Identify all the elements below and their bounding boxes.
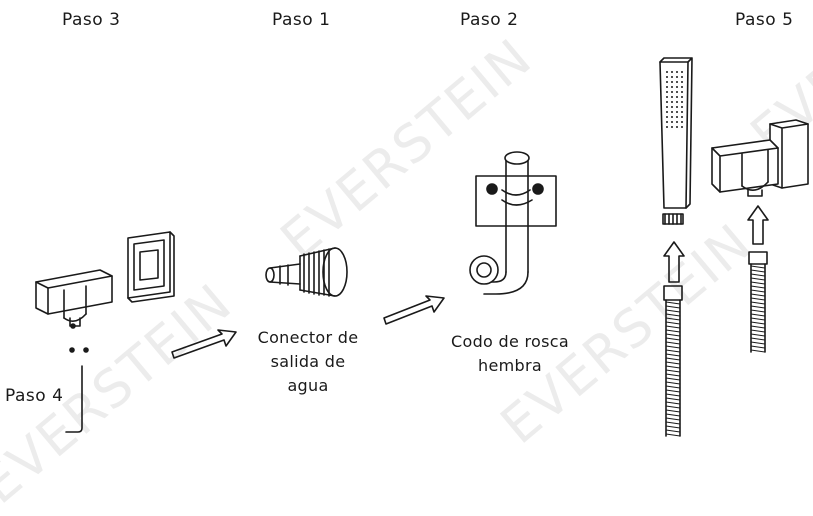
wall-holder-bracket xyxy=(35,269,113,329)
arrow-right xyxy=(171,329,237,359)
arrow-right xyxy=(383,295,445,325)
elbow-caption-line2: hembra xyxy=(478,356,542,375)
allen-key-icon xyxy=(65,365,83,433)
connector-caption: Conector de salida de agua xyxy=(248,326,368,398)
shower-hose-long xyxy=(663,285,683,437)
hand-shower xyxy=(659,57,693,225)
step-1-label: Paso 1 xyxy=(272,10,331,30)
elbow-caption: Codo de rosca hembra xyxy=(440,330,580,378)
water-outlet-connector xyxy=(265,247,348,297)
installation-diagram xyxy=(35,57,809,437)
step-2-label: Paso 2 xyxy=(460,10,519,30)
wall-square-plate xyxy=(127,231,175,303)
female-elbow-fitting xyxy=(469,151,557,295)
step-3-label: Paso 3 xyxy=(62,10,121,30)
elbow-caption-line1: Codo de rosca xyxy=(451,332,569,351)
screw-dot xyxy=(83,347,89,353)
wall-bracket-outlet xyxy=(711,119,809,197)
connector-caption-line2: salida de agua xyxy=(270,352,346,395)
shower-nozzle-dots xyxy=(666,71,683,128)
arrow-up xyxy=(663,241,685,283)
step-5-label: Paso 5 xyxy=(735,10,794,30)
step-4-label: Paso 4 xyxy=(5,386,64,406)
connector-caption-line1: Conector de xyxy=(257,328,359,347)
screw-dot xyxy=(69,347,75,353)
shower-hose-short xyxy=(748,251,768,353)
arrow-up xyxy=(747,205,769,245)
